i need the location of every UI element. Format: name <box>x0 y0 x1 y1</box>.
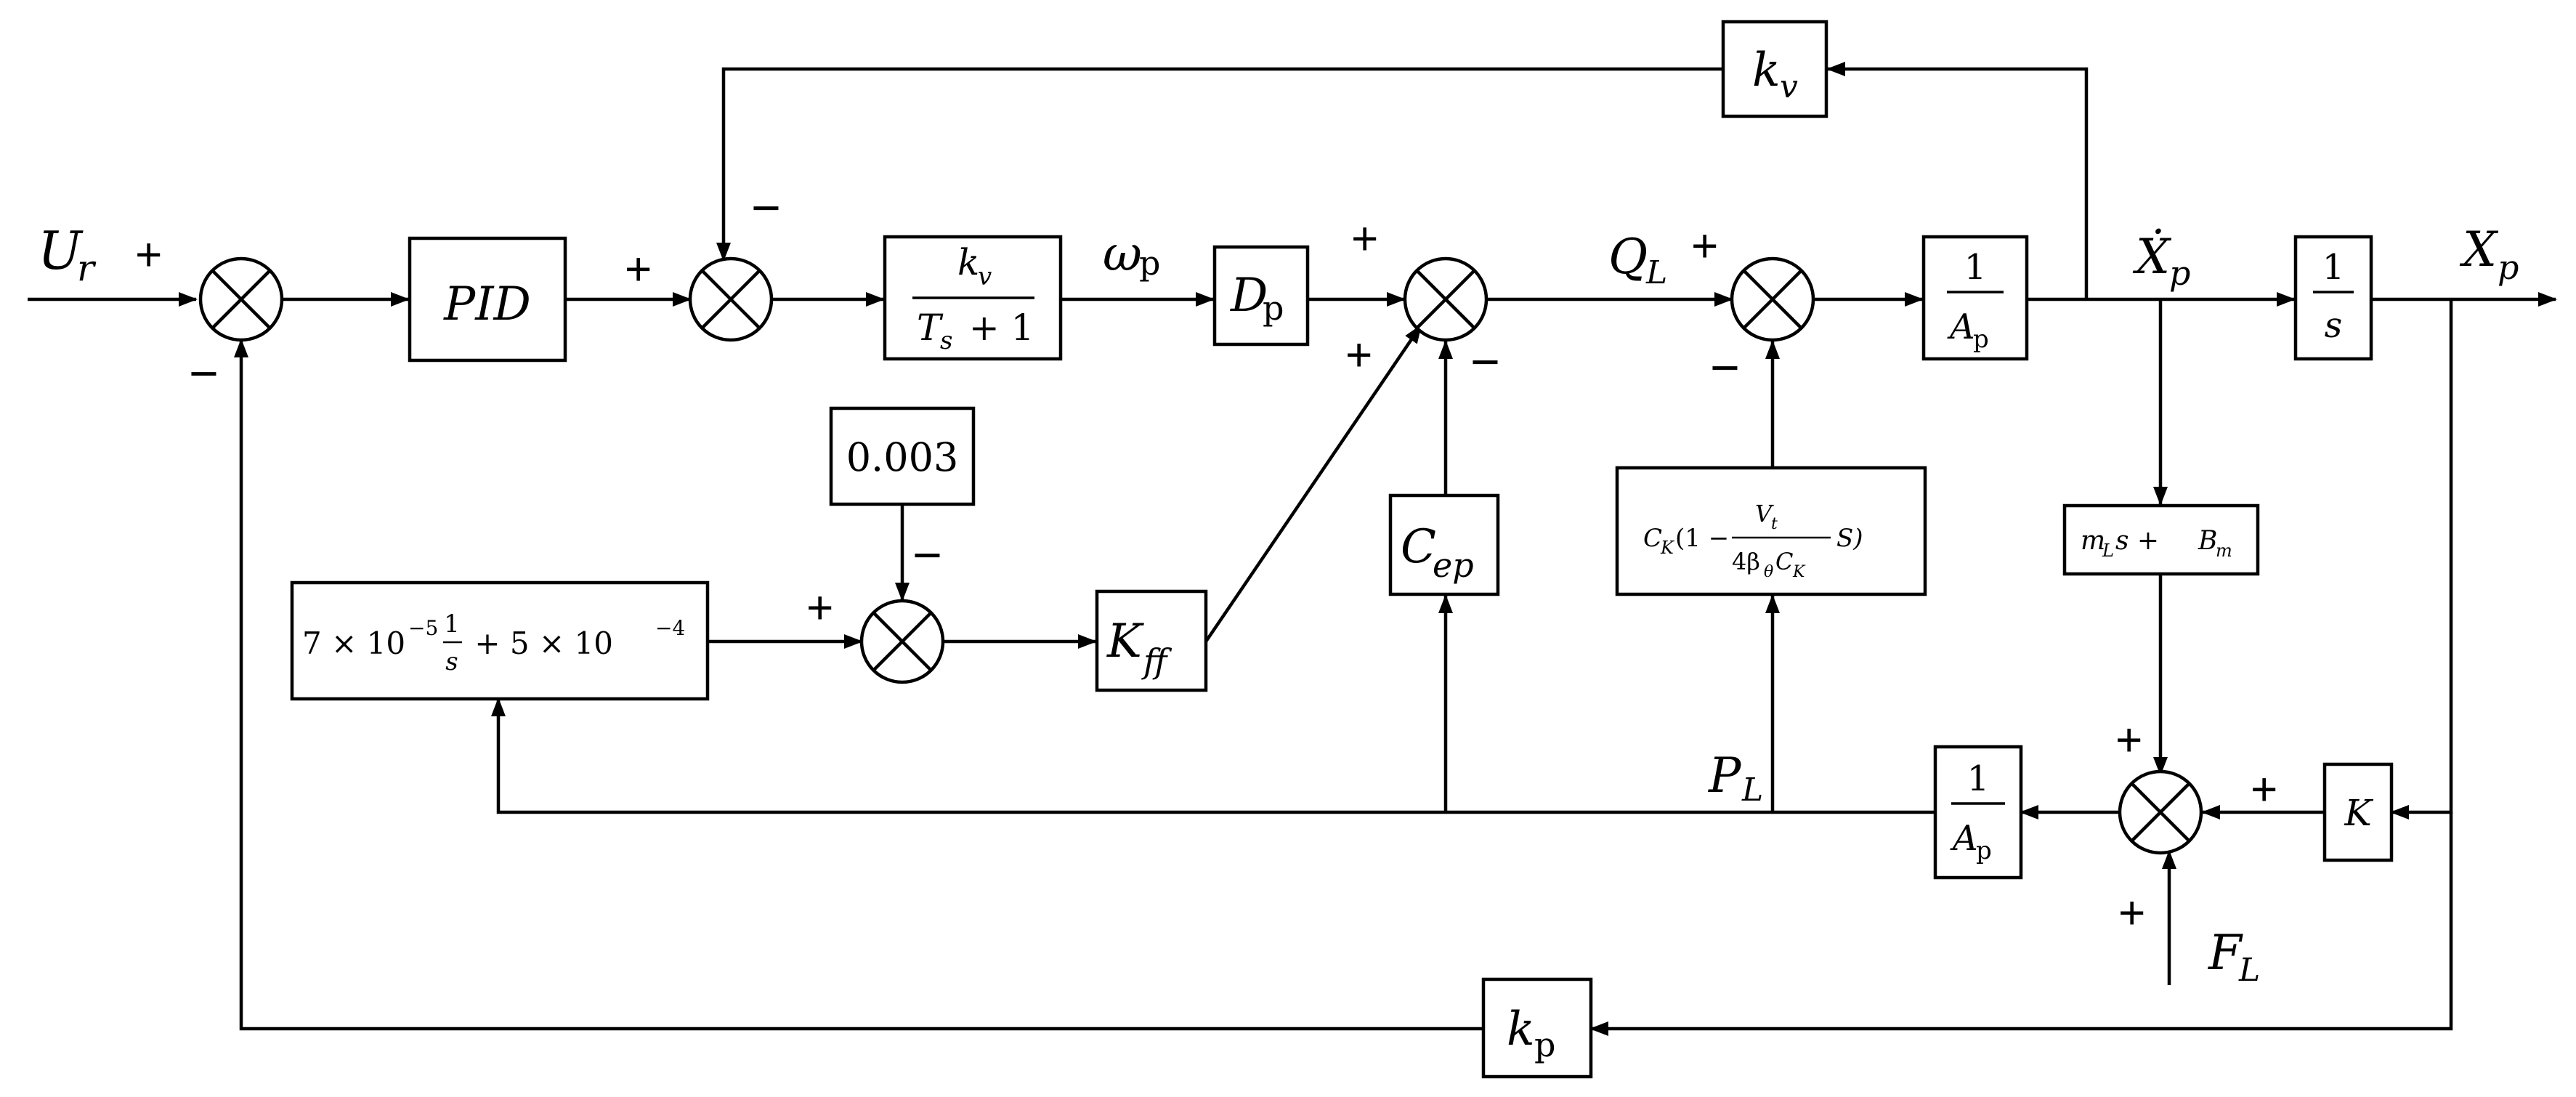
inv-area-block: 1 A p <box>1921 235 2029 361</box>
ff-lead: 7 × 10 <box>302 626 405 661</box>
inv-ap2-den: A <box>1950 818 1978 859</box>
servo-den-rest: + 1 <box>957 307 1034 349</box>
inv-ap-den: A <box>1947 307 1975 347</box>
sign-sum1-plus: + <box>135 228 162 280</box>
spring-label: K <box>2344 792 2373 834</box>
integrator-num: 1 <box>2322 247 2345 288</box>
mass-b: B <box>2198 526 2217 556</box>
cep-block: C ep <box>1388 493 1500 596</box>
ck-c: C <box>1643 524 1662 553</box>
cep-main: C <box>1401 520 1436 574</box>
sign-sum3-minus: − <box>1470 333 1500 390</box>
servo-num-k: k <box>957 241 979 283</box>
signal-pressure-sub: L <box>1741 772 1763 809</box>
ff-frac-den: s <box>445 647 458 676</box>
ck-num-v: V <box>1755 500 1774 527</box>
inv-ap-den-sub: p <box>1973 325 1989 354</box>
ff-frac-num: 1 <box>444 610 460 639</box>
dp-sub: p <box>1263 288 1284 328</box>
mass-b-sub: m <box>2216 541 2232 561</box>
mass-rest: s + <box>2115 526 2168 556</box>
sum-signs: + − + − + + − + − + − + + + <box>135 179 2277 939</box>
sign-sum2-plus: + <box>625 243 652 295</box>
sign-sum1-minus: − <box>189 345 219 402</box>
sign-sum5-plus-right: + <box>2251 763 2277 815</box>
ff-poly-block: 7 × 10 −5 1 s + 5 × 10 −4 <box>290 580 710 701</box>
ff-exp1: −5 <box>408 616 438 640</box>
constant-block: 0.003 <box>829 406 976 506</box>
servo-tf-block: k v T s + 1 <box>883 235 1063 361</box>
constant-value: 0.003 <box>846 434 959 480</box>
sum-junction-5 <box>2118 769 2203 855</box>
pid-label: PID <box>443 278 531 331</box>
signal-load-sub: L <box>2238 952 2260 989</box>
signal-pressure: P <box>1708 748 1742 803</box>
ck-open: (1 − <box>1675 524 1737 553</box>
kff-main: K <box>1106 615 1144 668</box>
servo-den-T: T <box>917 307 944 349</box>
ff-tail: + 5 × 10 <box>465 626 613 661</box>
signal-flow-sub: L <box>1645 254 1667 291</box>
mass-m-sub: L <box>2102 541 2114 561</box>
kp-k: k <box>1507 1003 1535 1056</box>
sign-sum5-plus-bottom: + <box>2118 886 2145 939</box>
mass-m: m <box>2081 526 2105 556</box>
sum-junction-6 <box>859 599 945 684</box>
sign-sum4-minus: − <box>1710 339 1740 396</box>
inv-area-block-lower: 1 A p <box>1933 745 2023 880</box>
signal-labels: U r ω p Q L Ẋ p X p P L F L <box>38 220 2519 989</box>
integrator-block: 1 s <box>2293 235 2373 361</box>
signal-flow: Q <box>1608 229 1648 285</box>
signal-output-sub: p <box>2498 248 2519 287</box>
signal-omega: ω <box>1103 226 1142 282</box>
inv-ap-num: 1 <box>1964 247 1987 288</box>
ff-exp2: −4 <box>655 616 685 640</box>
dp-block: D p <box>1212 245 1310 347</box>
kff-block: K ff <box>1095 589 1208 692</box>
sum-junction-1 <box>198 256 284 342</box>
servo-den-sub: s <box>940 326 952 355</box>
leakage-block: C K (1 − V t 4β θ C K S) <box>1615 466 1927 596</box>
ck-close: S) <box>1836 524 1863 553</box>
inv-ap2-num: 1 <box>1967 758 1990 799</box>
pid-block: PID <box>408 236 567 363</box>
signal-velocity-sub: p <box>2169 254 2190 293</box>
kv-top-k: k <box>1752 44 1781 97</box>
signal-load: F <box>2208 925 2243 981</box>
sign-sum6-plus: + <box>806 581 833 633</box>
ck-den-csub: K <box>1792 563 1806 581</box>
sum-junction-4 <box>1730 256 1815 342</box>
sign-sum4-plus: + <box>1691 219 1718 272</box>
ck-den-theta: θ <box>1764 563 1773 581</box>
kv-top-sub: v <box>1780 68 1798 105</box>
inv-ap2-den-sub: p <box>1976 836 1992 865</box>
sign-sum3-plus-top: + <box>1351 212 1378 264</box>
sign-sum2-minus: − <box>751 179 781 236</box>
ck-c-sub: K <box>1660 538 1675 558</box>
cep-sub: ep <box>1433 546 1474 585</box>
sign-sum6-minus: − <box>912 527 942 583</box>
mass-block: m L s + B m <box>2062 503 2260 576</box>
spring-block: K <box>2322 762 2394 862</box>
kp-sub: p <box>1534 1025 1555 1064</box>
signal-input: U <box>38 220 84 281</box>
sign-sum5-plus-top: + <box>2115 713 2142 766</box>
sign-sum3-plus-ff: + <box>1345 328 1372 381</box>
integrator-den: s <box>2325 305 2343 346</box>
signal-output: X <box>2459 222 2499 278</box>
kv-feedback-block: k v <box>1721 20 1828 118</box>
sum-junction-2 <box>688 256 774 342</box>
kp-feedback-block: k p <box>1481 977 1593 1079</box>
signal-velocity: Ẋ <box>2132 229 2172 285</box>
ck-den-pre: 4β <box>1732 548 1760 575</box>
signal-omega-sub: p <box>1139 243 1160 283</box>
ck-num-sub: t <box>1771 515 1778 533</box>
ck-den-c: C <box>1775 548 1793 575</box>
signal-input-sub: r <box>77 247 97 289</box>
dp-main: D <box>1230 269 1268 323</box>
wires <box>28 62 2557 1036</box>
sum-junction-3 <box>1403 256 1489 342</box>
servo-num-sub: v <box>978 262 992 291</box>
